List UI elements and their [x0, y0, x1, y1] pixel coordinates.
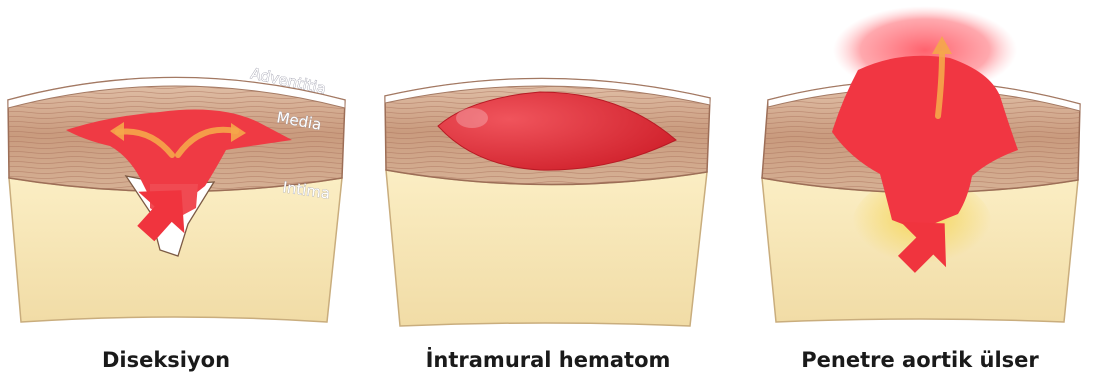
caption-dissection: Diseksiyon	[102, 348, 230, 372]
panel-dissection: Adventitia Media Intima	[8, 64, 345, 322]
lumen-block	[386, 170, 707, 326]
caption-penetrating-ulcer: Penetre aortik ülser	[801, 348, 1039, 372]
panel-intramural-hematoma	[385, 78, 710, 326]
caption-intramural-hematoma: İntramural hematom	[426, 348, 671, 372]
panel-penetrating-ulcer	[762, 6, 1080, 322]
